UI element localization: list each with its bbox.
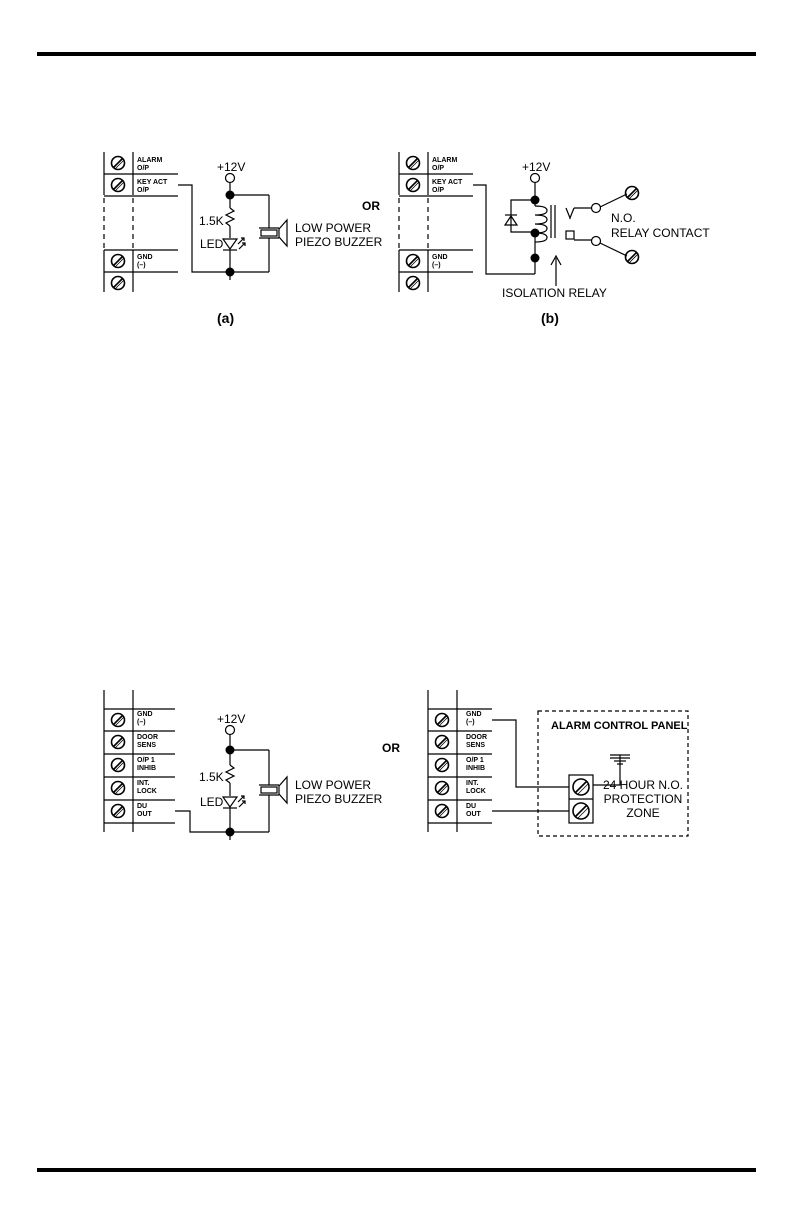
terminal-label: KEY ACT — [432, 179, 463, 186]
terminal-label: ALARM — [432, 157, 457, 164]
diagram-a: ALARM O/P KEY ACT O/P GND (–) +12V 1.5K … — [103, 152, 383, 326]
terminal-label: LOCK — [466, 788, 486, 795]
bottom-rule — [37, 1168, 756, 1172]
zone-label: PROTECTION — [604, 792, 683, 806]
terminal-label: GND — [137, 711, 153, 718]
junction-dot — [225, 745, 235, 755]
terminal-label: GND — [137, 254, 153, 261]
relay-label: ISOLATION RELAY — [502, 286, 607, 300]
supply-label: +12V — [522, 160, 550, 174]
caption-a: (a) — [217, 310, 234, 326]
panel-title: ALARM CONTROL PANEL — [551, 720, 688, 732]
terminal-label: DOOR — [137, 734, 158, 741]
terminal-label: LOCK — [137, 788, 157, 795]
zone-label: 24 HOUR N.O. — [603, 778, 683, 792]
caption-b: (b) — [541, 310, 559, 326]
contact-terminal-icon — [590, 235, 602, 247]
terminal-label: GND — [466, 711, 482, 718]
terminal-label: O/P — [137, 187, 149, 194]
junction-dot — [225, 267, 235, 277]
terminal-label: (–) — [137, 262, 146, 269]
terminal-label: (–) — [137, 719, 146, 726]
diagram-bottom-left: GND (–) DOOR SENS O/P 1 INHIB INT. LOCK … — [103, 690, 383, 840]
terminal-label: O/P — [432, 165, 444, 172]
terminal-label: SENS — [466, 742, 485, 749]
terminal-label: DU — [137, 803, 147, 810]
buzzer-label: PIEZO BUZZER — [295, 792, 383, 806]
contact-label: N.O. — [611, 211, 636, 225]
junction-dot — [530, 195, 540, 205]
supply-label: +12V — [217, 712, 245, 726]
resistor-label: 1.5K — [199, 214, 224, 228]
junction-dot — [225, 827, 235, 837]
led-icon — [221, 237, 246, 251]
terminal-label: O/P — [137, 165, 149, 172]
buzzer-label: LOW POWER — [295, 778, 371, 792]
terminal-label: ALARM — [137, 157, 162, 164]
contact-terminal-icon — [590, 202, 602, 214]
or-label: OR — [362, 199, 380, 213]
terminal-label: KEY ACT — [137, 179, 168, 186]
terminal-label: GND — [432, 254, 448, 261]
junction-dot — [530, 228, 540, 238]
terminal-label: (–) — [432, 262, 441, 269]
terminal-label: O/P 1 — [466, 757, 484, 764]
junction-dot — [225, 190, 235, 200]
contact-label: RELAY CONTACT — [611, 226, 710, 240]
supply-label: +12V — [217, 160, 245, 174]
terminal-label: INT. — [137, 780, 150, 787]
supply-terminal-icon — [529, 172, 541, 184]
terminal-label: OUT — [137, 811, 153, 818]
diagram-bottom-right: GND (–) DOOR SENS O/P 1 INHIB INT. LOCK … — [427, 690, 689, 837]
terminal-label: O/P — [432, 187, 444, 194]
terminal-label: DU — [466, 803, 476, 810]
buzzer-label: LOW POWER — [295, 221, 371, 235]
supply-terminal-icon — [224, 172, 236, 184]
terminal-label: INT. — [466, 780, 479, 787]
led-label: LED — [200, 795, 224, 809]
resistor-label: 1.5K — [199, 770, 224, 784]
zone-label: ZONE — [626, 806, 659, 820]
piezo-buzzer-icon — [259, 218, 288, 248]
supply-terminal-icon — [224, 724, 236, 736]
terminal-label: SENS — [137, 742, 156, 749]
or-label-bottom: OR — [382, 741, 400, 755]
terminal-label: O/P 1 — [137, 757, 155, 764]
top-rule — [37, 52, 756, 56]
terminal-label: INHIB — [466, 765, 485, 772]
terminal-label: DOOR — [466, 734, 487, 741]
terminal-label: (–) — [466, 719, 475, 726]
led-label: LED — [200, 237, 224, 251]
junction-dot — [530, 253, 540, 263]
terminal-label: OUT — [466, 811, 482, 818]
diagram-b: ALARM O/P KEY ACT O/P GND (–) +12V N.O. … — [398, 152, 710, 326]
buzzer-label: PIEZO BUZZER — [295, 235, 383, 249]
led-icon — [221, 795, 246, 809]
terminal-label: INHIB — [137, 765, 156, 772]
piezo-buzzer-icon — [259, 775, 288, 805]
